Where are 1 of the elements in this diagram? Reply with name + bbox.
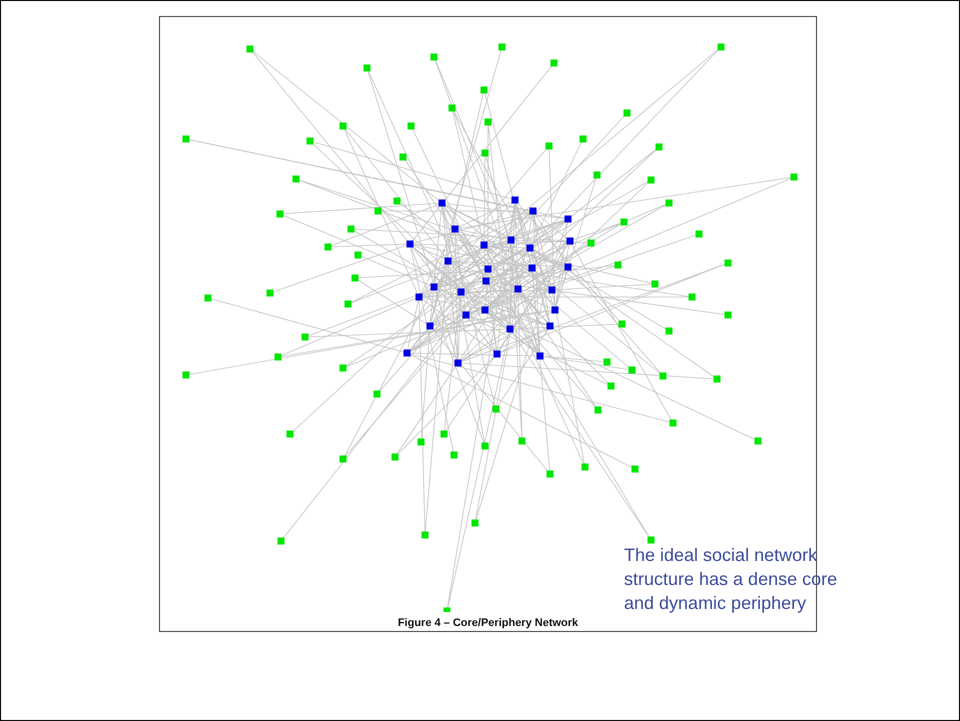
figure-caption: Figure 4 – Core/Periphery Network xyxy=(396,617,580,629)
